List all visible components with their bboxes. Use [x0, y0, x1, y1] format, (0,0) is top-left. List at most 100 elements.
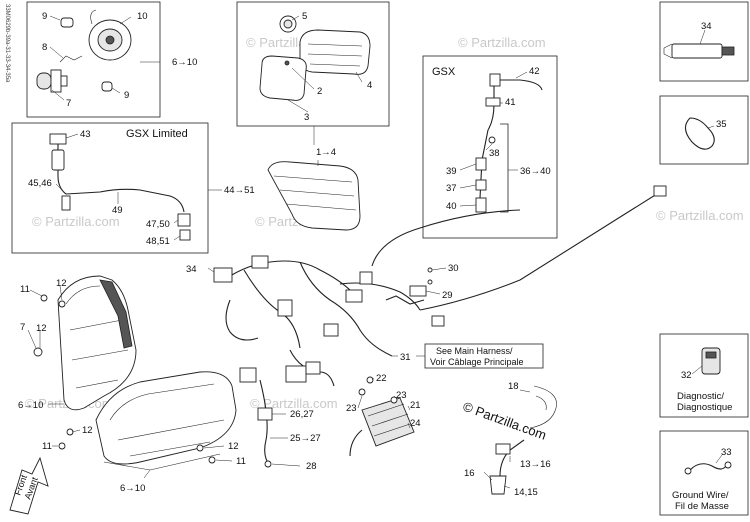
harness-connector-26 [257, 407, 273, 421]
callout-12c-left: 12 [82, 425, 93, 436]
harness-loop-left [225, 299, 259, 341]
headlight-lower [95, 371, 237, 471]
washer-23b [390, 396, 398, 404]
gauge-group: 5 4 2 3 1→4 [236, 1, 390, 158]
harness-lower-left [259, 379, 271, 467]
ground-wire-group: 33 Ground Wire/ Fil de Masse [659, 430, 749, 516]
callout-18: 18 [508, 381, 519, 392]
gsx-terminal-38 [488, 136, 496, 144]
wiring-harness: 34 30 29 31 [186, 185, 667, 468]
callout-11c: 11 [236, 456, 246, 467]
gauge-lens-3 [259, 55, 307, 101]
front-arrow: Front Avant [9, 456, 49, 515]
callout-21: 21 [410, 400, 421, 411]
harness-connector-d [345, 289, 363, 303]
nut-12a [58, 300, 66, 308]
screw-11b [58, 442, 66, 450]
gsx-bracket [500, 123, 509, 213]
callout-25-27: 25→27 [290, 433, 321, 444]
callout-10: 10 [137, 11, 148, 22]
screw-30b [427, 279, 433, 285]
harness-connector-h [285, 365, 307, 383]
harness-connector-b [277, 299, 293, 317]
callout-6-10-left: 6→10 [18, 400, 43, 411]
callout-1-4: 1→4 [316, 147, 336, 158]
limited-connector-47 [177, 213, 191, 227]
gsx-connector-42 [489, 73, 501, 87]
halogen-bulb-glass [36, 72, 52, 90]
callout-39: 39 [446, 166, 457, 177]
callout-7: 7 [66, 98, 71, 109]
gsx-connector-39 [475, 157, 487, 171]
ground-wire-33 [689, 463, 727, 471]
grease-cap [721, 46, 735, 56]
callout-47-50: 47,50 [146, 219, 170, 230]
grease-group: 34 [659, 1, 749, 82]
gsx-wire-main [487, 86, 495, 131]
diagnostic-frame [659, 333, 749, 418]
callout-23b: 23 [396, 390, 407, 401]
callout-3: 3 [304, 112, 309, 123]
gauge-housing-ribs [307, 43, 363, 67]
harness-trunk-c [299, 261, 393, 357]
callout-45-46: 45,46 [28, 178, 52, 189]
harness-to-gsx [371, 209, 521, 267]
harness-branch-right [339, 282, 421, 311]
callout-22: 22 [376, 373, 387, 384]
front-arrow-shape [9, 456, 49, 515]
limited-grommet [61, 195, 71, 211]
harness-end-connector [653, 185, 667, 197]
harness-connector-c [323, 323, 339, 337]
callout-34: 34 [701, 21, 712, 32]
regulator-module: 22 23 23 21 24 [346, 373, 421, 457]
callout-43: 43 [80, 129, 91, 140]
tether-cord: 18 13→16 16 14,15 [464, 381, 557, 498]
indicator-lamp-face [283, 19, 293, 29]
callout-5: 5 [302, 11, 307, 22]
callout-23a: 23 [346, 403, 357, 414]
gsx-connector-40 [475, 197, 487, 213]
washer-23a [358, 388, 366, 396]
cluster-housing [267, 161, 361, 231]
limited-connector-43 [49, 133, 67, 145]
tie-frame [659, 95, 749, 165]
tether-key-14 [489, 475, 507, 495]
gauge-group-frame [236, 1, 390, 127]
gsx-limited-title: GSX Limited [126, 128, 188, 140]
watermark: © Partzilla.com [656, 208, 744, 223]
callout-44-51: 44→51 [224, 185, 255, 196]
callout-36-40: 36→40 [520, 166, 551, 177]
callout-48-51: 48,51 [146, 236, 170, 247]
harness-connector-f [431, 315, 445, 327]
callout-38: 38 [489, 148, 500, 159]
diagnostic-label-fr: Diagnostique [677, 402, 732, 413]
callout-31: 31 [400, 352, 411, 363]
harness-connector-e [359, 271, 373, 285]
reflector-spring [90, 9, 97, 25]
tether-clip-13 [495, 443, 511, 455]
diagram-code: 33M0629b-39a-31-33-34-35a [4, 4, 10, 83]
callout-33: 33 [721, 447, 732, 458]
harness-connector-a [251, 255, 269, 269]
watermark: © Partzilla.com [32, 214, 120, 229]
halogen-bulb-base [50, 69, 62, 93]
ground-label-fr: Fil de Masse [675, 501, 729, 512]
callout-13-16: 13→16 [520, 459, 551, 470]
callout-12a: 12 [56, 278, 67, 289]
grease-frame [659, 1, 749, 82]
harness-terminal-28 [264, 460, 272, 468]
gsx-limited-group: GSX Limited 43 45,46 49 47,50 48,51 44→5… [11, 122, 255, 254]
tie-group: 35 [659, 95, 749, 165]
headlight-upper-lines [65, 285, 129, 389]
harness-connector-g [239, 367, 257, 383]
tether-coil-18 [529, 385, 557, 429]
callout-14-15: 14,15 [514, 487, 538, 498]
gsx-group-frame [422, 55, 558, 239]
limited-wire-upper [57, 144, 67, 195]
callout-4: 4 [367, 80, 372, 91]
ground-wire-frame [659, 430, 749, 516]
main-harness-note: See Main Harness/ Voir Câblage Principal… [416, 343, 544, 369]
callout-42: 42 [529, 66, 540, 77]
